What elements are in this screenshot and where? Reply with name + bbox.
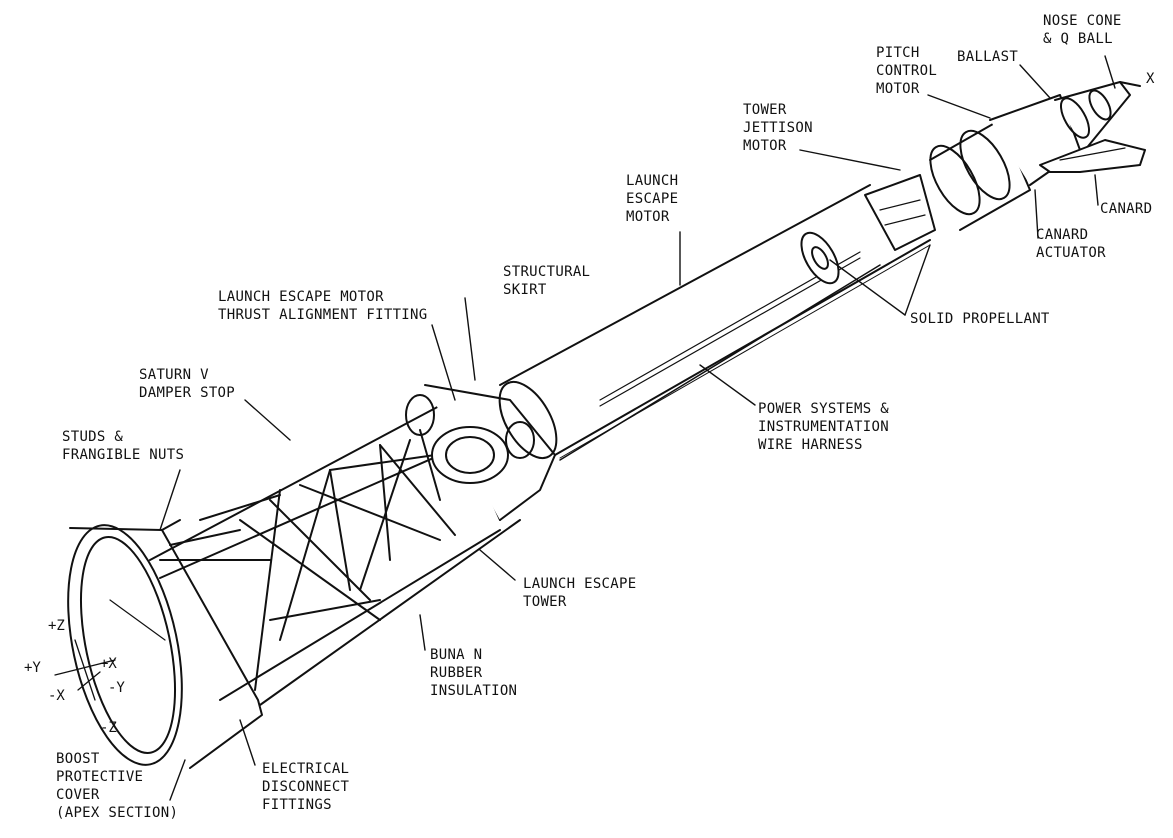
structural-skirt — [405, 384, 556, 521]
label-nose-cone: NOSE CONE & Q BALL — [1043, 13, 1122, 47]
label-ballast: BALLAST — [957, 49, 1019, 65]
boost-protective-cover — [67, 519, 263, 769]
axis-plus-z: +Z — [48, 618, 65, 634]
label-canard: CANARD — [1100, 201, 1153, 217]
label-boost-protective-cover: BOOST PROTECTIVE COVER (APEX SECTION) — [56, 751, 179, 821]
label-tower-jettison-motor: TOWER JETTISON MOTOR — [743, 102, 813, 154]
label-launch-escape-tower: LAUNCH ESCAPE TOWER — [523, 576, 637, 610]
solid-propellant-section — [800, 174, 936, 285]
label-launch-escape-motor: LAUNCH ESCAPE MOTOR — [626, 173, 679, 225]
launch-escape-tower — [149, 394, 521, 706]
canard — [1039, 139, 1146, 173]
label-thrust-alignment-fitting: LAUNCH ESCAPE MOTOR THRUST ALIGNMENT FIT… — [218, 289, 428, 323]
label-studs-frangible-nuts: STUDS & FRANGIBLE NUTS — [62, 429, 185, 463]
label-pitch-control-motor: PITCH CONTROL MOTOR — [876, 45, 938, 97]
axis-plus-y: +Y — [24, 660, 41, 676]
nose-cone — [1054, 81, 1141, 151]
leader-lines — [159, 55, 1116, 801]
axis-minus-x: -X — [48, 688, 65, 704]
label-buna-n-insulation: BUNA N RUBBER INSULATION — [430, 647, 518, 699]
label-solid-propellant: SOLID PROPELLANT — [910, 311, 1050, 327]
wire-harness — [559, 264, 881, 461]
label-power-systems-harness: POWER SYSTEMS & INSTRUMENTATION WIRE HAR… — [758, 401, 889, 453]
axis-labels: +Z +Y +X -X -Y -Z — [24, 618, 125, 736]
axis-cross — [54, 639, 116, 701]
label-canard-actuator: CANARD ACTUATOR — [1036, 227, 1106, 261]
axis-plus-x: +X — [100, 656, 117, 672]
axis-minus-y: -Y — [108, 680, 125, 696]
label-saturn-damper-stop: SATURN V DAMPER STOP — [139, 367, 236, 401]
axis-minus-z: -Z — [100, 720, 117, 736]
label-structural-skirt: STRUCTURAL SKIRT — [503, 264, 591, 298]
label-electrical-disconnect: ELECTRICAL DISCONNECT FITTINGS — [262, 761, 350, 813]
label-axis-x: X — [1146, 71, 1155, 87]
